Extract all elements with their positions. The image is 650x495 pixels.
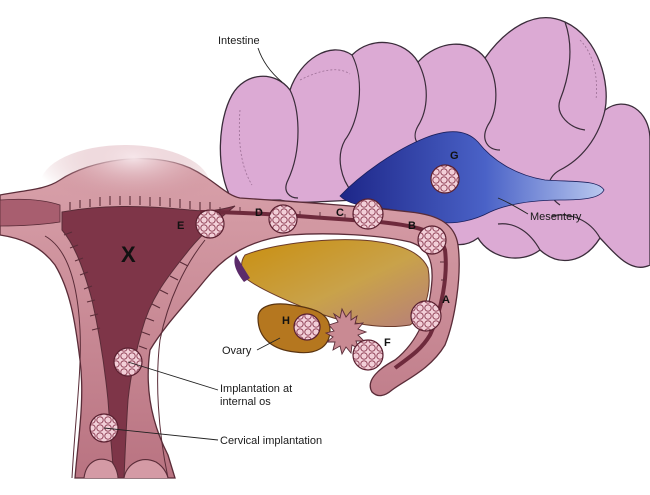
intestine-fold-1 bbox=[285, 89, 299, 199]
peritoneal-pouch bbox=[241, 239, 430, 327]
leader-mesentery bbox=[497, 197, 529, 215]
site-c-label: C bbox=[336, 207, 344, 219]
site-h-label: H bbox=[282, 315, 290, 327]
site-a-label: A bbox=[442, 294, 450, 306]
fimbriae bbox=[324, 307, 368, 356]
leader-internal-os bbox=[127, 361, 219, 391]
site-e-label: E bbox=[177, 220, 184, 232]
site-b-label: B bbox=[408, 220, 416, 232]
cervix bbox=[83, 458, 169, 479]
leader-cervical bbox=[103, 427, 219, 441]
intestine-texture bbox=[299, 69, 351, 81]
site-x-label: X bbox=[121, 242, 136, 267]
label-mesentery: Mesentery bbox=[530, 211, 582, 223]
label-ovary: Ovary bbox=[222, 345, 252, 357]
fundus-highlight bbox=[40, 145, 210, 225]
leader-lines bbox=[103, 47, 529, 441]
uterus-inner-line-right bbox=[157, 239, 206, 479]
leader-ovary bbox=[256, 337, 281, 351]
leader-intestine bbox=[257, 47, 283, 83]
intestine-fold-2 bbox=[339, 54, 361, 193]
intestine-fold-7 bbox=[551, 214, 601, 239]
label-internal-os-line2: internal os bbox=[220, 396, 271, 408]
embryo-g bbox=[430, 164, 460, 194]
embryo-d bbox=[268, 204, 298, 234]
site-d-label: D bbox=[255, 207, 263, 219]
intestine-fold-4 bbox=[484, 57, 501, 151]
label-internal-os-line1: Implantation at bbox=[220, 383, 292, 395]
label-cervical-implantation: Cervical implantation bbox=[220, 435, 322, 447]
embryo-e bbox=[195, 209, 225, 239]
uterus bbox=[0, 145, 460, 479]
intestine-texture bbox=[238, 109, 253, 186]
embryo-b bbox=[417, 225, 447, 255]
uterus-inner-line bbox=[44, 235, 81, 479]
endometrial-glands bbox=[63, 196, 211, 350]
left-tube bbox=[0, 198, 61, 227]
label-intestine: Intestine bbox=[218, 35, 260, 47]
embryo-f bbox=[352, 339, 384, 371]
intestine-texture bbox=[579, 39, 597, 101]
pouch-purple-edge bbox=[234, 255, 250, 282]
intestine-fold-5 bbox=[558, 21, 586, 131]
embryo-c bbox=[352, 198, 384, 230]
intestine-fold-8 bbox=[497, 223, 541, 251]
embryo-a bbox=[410, 300, 442, 332]
site-f-label: F bbox=[384, 337, 391, 349]
embryo-h bbox=[293, 313, 321, 341]
site-g-label: G bbox=[450, 150, 459, 162]
